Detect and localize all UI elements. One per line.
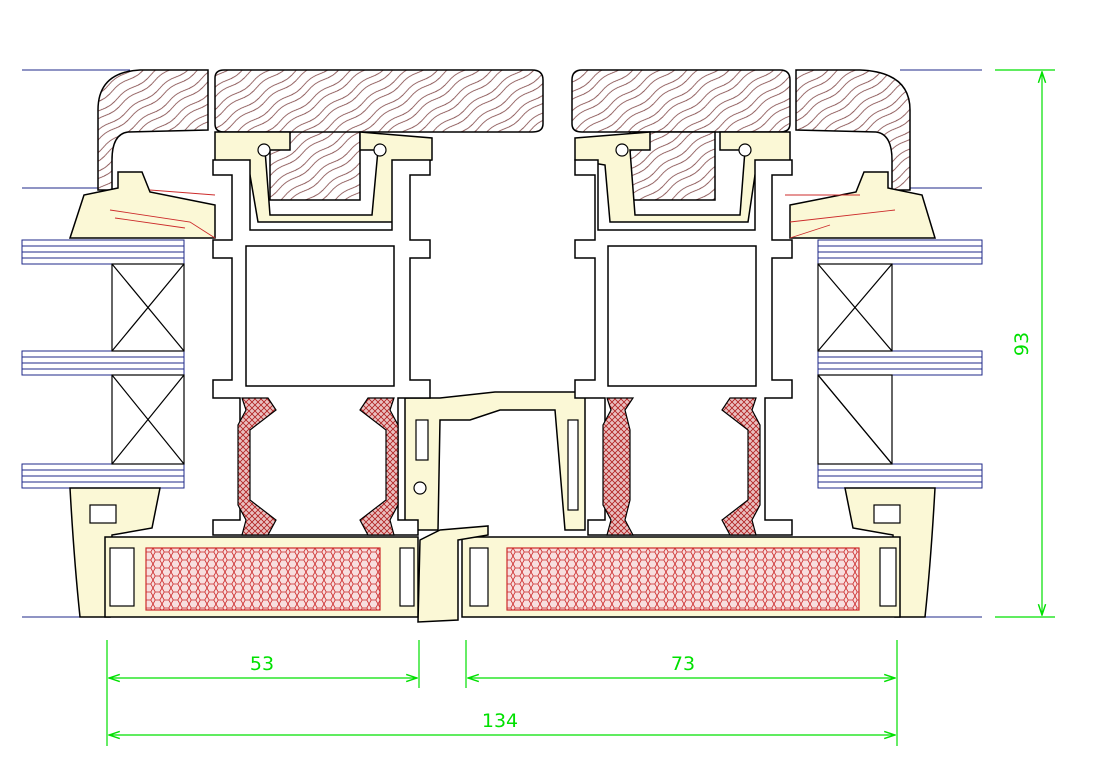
dimension-left-width: 53 bbox=[250, 653, 274, 675]
dimension-total-width: 134 bbox=[482, 710, 518, 732]
glazing-left bbox=[21, 239, 185, 489]
wood-cladding bbox=[97, 69, 911, 201]
glazing-spacer-left bbox=[111, 263, 185, 465]
dimension-right-width: 73 bbox=[671, 653, 695, 675]
thermal-break-strips bbox=[237, 397, 761, 536]
frame-base-chambers bbox=[89, 143, 901, 607]
dimension-height: 93 bbox=[1011, 332, 1033, 356]
glazing-right bbox=[817, 239, 983, 489]
dimension-lines bbox=[106, 69, 1055, 746]
aluminium-frames bbox=[212, 159, 793, 536]
gasket-seals bbox=[109, 189, 896, 239]
glazing-spacer-right bbox=[817, 263, 893, 465]
insulation-foam bbox=[145, 547, 860, 611]
